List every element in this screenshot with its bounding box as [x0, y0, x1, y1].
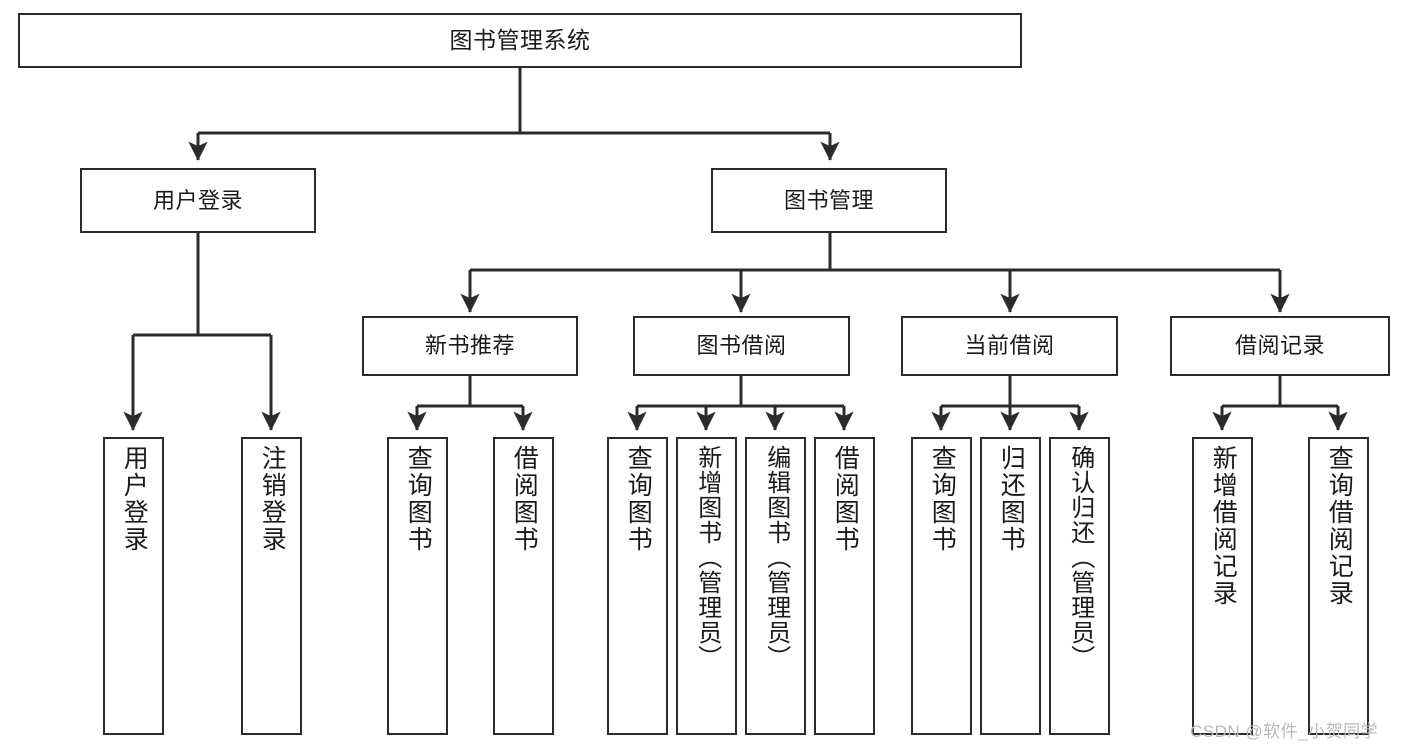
node-book-manage[interactable]: 图书管理 [711, 168, 947, 233]
leaf-borrow-book[interactable]: 借阅图书 [814, 437, 875, 735]
node-label: 查询图书 [928, 445, 957, 553]
node-label: 用户登录 [152, 187, 243, 213]
node-borrow-record[interactable]: 借阅记录 [1170, 316, 1390, 376]
node-label: 图书管理 [783, 187, 874, 213]
node-label: 编辑图书（管理员） [762, 445, 790, 670]
node-label: 查询借阅记录 [1325, 445, 1354, 607]
node-root-system[interactable]: 图书管理系统 [18, 13, 1022, 68]
leaf-user-login[interactable]: 用户登录 [103, 437, 164, 735]
node-label: 借阅记录 [1234, 333, 1325, 359]
leaf-query-book-borrow[interactable]: 查询图书 [607, 437, 668, 735]
leaf-query-book-recommend[interactable]: 查询图书 [387, 437, 448, 735]
node-label: 图书管理系统 [449, 26, 591, 53]
node-new-book-recommend[interactable]: 新书推荐 [362, 316, 578, 376]
leaf-query-borrow-record[interactable]: 查询借阅记录 [1308, 437, 1369, 735]
node-label: 查询图书 [624, 445, 653, 553]
node-user-login[interactable]: 用户登录 [80, 168, 316, 233]
node-label: 新增图书（管理员） [693, 445, 721, 670]
node-label: 借阅图书 [510, 445, 539, 553]
node-label: 注销登录 [258, 445, 287, 553]
node-label: 新增借阅记录 [1209, 445, 1238, 607]
leaf-user-logout[interactable]: 注销登录 [241, 437, 302, 735]
leaf-add-borrow-record[interactable]: 新增借阅记录 [1192, 437, 1253, 735]
node-label: 借阅图书 [831, 445, 860, 553]
node-current-borrow[interactable]: 当前借阅 [901, 316, 1118, 376]
leaf-query-book-current[interactable]: 查询图书 [911, 437, 972, 735]
leaf-return-book[interactable]: 归还图书 [980, 437, 1041, 735]
csdn-watermark: CSDN @软件_小贺同学 [1190, 722, 1379, 741]
node-label: 新书推荐 [424, 333, 515, 359]
leaf-borrow-book-recommend[interactable]: 借阅图书 [493, 437, 554, 735]
leaf-add-book[interactable]: 新增图书（管理员） [676, 437, 737, 735]
node-label: 当前借阅 [964, 333, 1055, 359]
node-book-borrow[interactable]: 图书借阅 [633, 316, 850, 376]
leaf-confirm-return[interactable]: 确认归还（管理员） [1049, 437, 1110, 735]
leaf-edit-book[interactable]: 编辑图书（管理员） [745, 437, 806, 735]
node-label: 归还图书 [997, 445, 1026, 553]
node-label: 图书借阅 [696, 333, 787, 359]
node-label: 查询图书 [404, 445, 433, 553]
node-label: 确认归还（管理员） [1066, 445, 1094, 670]
node-label: 用户登录 [120, 445, 149, 553]
